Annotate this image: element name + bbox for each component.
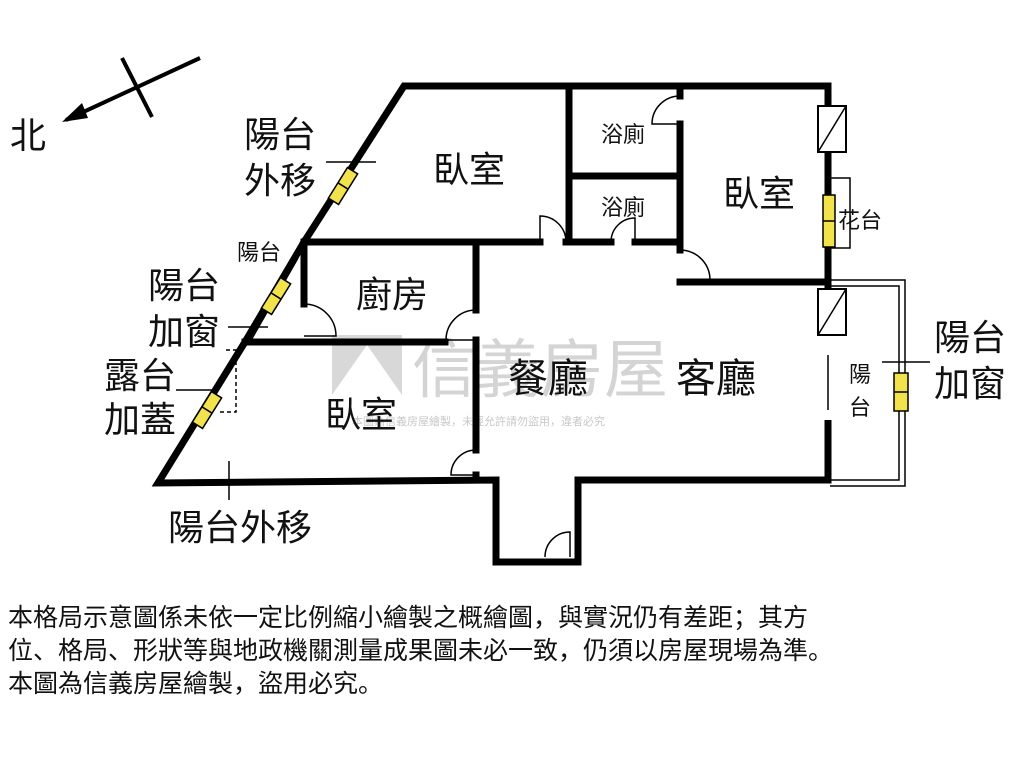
floor-plan: 信義房屋 本圖為信義房屋繪製，未經允許請勿盜用，違者必究 北 <box>10 56 1006 566</box>
bedroom-bottom-label: 臥室 <box>325 395 397 436</box>
flower-bed-label: 花台 <box>838 209 882 234</box>
walls <box>151 82 833 566</box>
disclaimer: 本格局示意圖係未依一定比例縮小繪製之概繪圖，與實況仍有差距；其方 位、格局、形狀… <box>8 601 1018 700</box>
balcony-window-right-line2: 加窗 <box>934 364 1006 405</box>
watermark-brand: 信義房屋 <box>412 334 668 408</box>
terrace-covered-line1: 露台 <box>104 356 176 397</box>
terrace-cover-outline <box>220 349 237 413</box>
balcony-small-left-label: 陽台 <box>237 241 281 266</box>
bedroom-top-label: 臥室 <box>433 150 505 191</box>
bedroom-right-label: 臥室 <box>723 174 795 215</box>
north-arrow-icon <box>62 56 201 122</box>
right-wall-windows <box>817 105 847 336</box>
kitchen-label: 廚房 <box>356 275 428 316</box>
bath-1-label: 浴廁 <box>601 123 645 148</box>
balcony-moved-out-top-line1: 陽台 <box>244 115 316 156</box>
leader-lines <box>176 161 930 500</box>
bath-2-label: 浴廁 <box>601 196 645 221</box>
doors <box>303 95 711 558</box>
balcony-window-left-line2: 加窗 <box>148 312 220 353</box>
balcony-moved-out-bottom: 陽台外移 <box>168 508 312 549</box>
disclaimer-line-2: 位、格局、形狀等與地政機關測量成果圖未必一致，仍須以房屋現場為準。 <box>8 636 834 665</box>
added-windows <box>191 166 909 430</box>
disclaimer-line-1: 本格局示意圖係未依一定比例縮小繪製之概繪圖，與實況仍有差距；其方 <box>8 603 809 632</box>
dining-label: 餐廳 <box>508 356 588 402</box>
balcony-right-label-1: 陽 <box>849 363 871 388</box>
living-label: 客廳 <box>676 356 756 402</box>
balcony-window-right-line1: 陽台 <box>934 318 1006 359</box>
balcony-moved-out-top-line2: 外移 <box>244 161 316 202</box>
disclaimer-line-3: 本圖為信義房屋繪製，盜用必究。 <box>8 669 384 698</box>
balcony-right-label-2: 台 <box>849 396 871 421</box>
balcony-window-left-line1: 陽台 <box>148 266 220 307</box>
north-label: 北 <box>10 116 46 157</box>
terrace-covered-line2: 加蓋 <box>104 400 176 441</box>
